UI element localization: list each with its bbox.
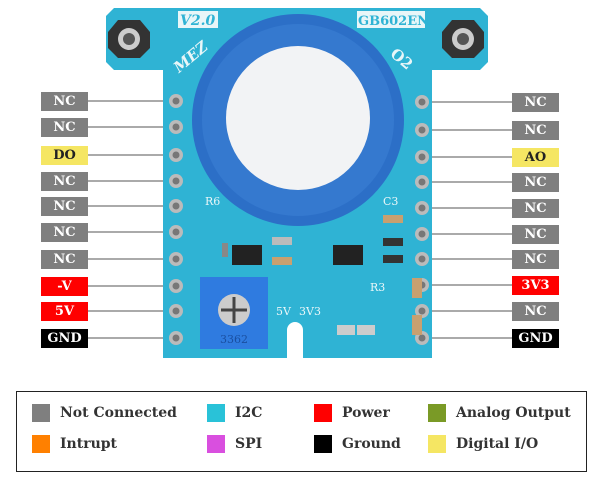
left-pin-label: NC: [41, 92, 88, 111]
legend-swatch: [32, 435, 50, 453]
left-pin-label: NC: [41, 172, 88, 191]
silk-c3: C3: [383, 195, 398, 208]
right-pin-label: NC: [512, 225, 559, 244]
legend-label: Not Connected: [60, 405, 177, 421]
right-pin-label: NC: [512, 250, 559, 269]
mounting-hole-left-icon: [108, 20, 150, 58]
legend-item: Analog Output: [428, 404, 571, 422]
pin-pads: [169, 94, 429, 345]
right-pin-label: NC: [512, 121, 559, 140]
legend-label: I2C: [235, 405, 263, 421]
legend-item: Digital I/O: [428, 435, 538, 453]
left-pin-label: NC: [41, 250, 88, 269]
mounting-hole-right-icon: [442, 20, 484, 58]
silk-5v: 5V: [276, 305, 292, 318]
sensor-filter: [226, 46, 370, 190]
legend-label: SPI: [235, 436, 263, 452]
left-pin-label: DO: [41, 146, 88, 165]
left-pin-label: GND: [41, 329, 88, 348]
legend-item: SPI: [207, 435, 262, 453]
right-pin-label: GND: [512, 329, 559, 348]
legend-item: Power: [314, 404, 390, 422]
legend-swatch: [314, 435, 332, 453]
legend-label: Ground: [342, 436, 401, 452]
legend-item: Not Connected: [32, 404, 177, 422]
legend-item: Intrupt: [32, 435, 117, 453]
left-pin-label: NC: [41, 223, 88, 242]
left-pin-label: NC: [41, 118, 88, 137]
legend-swatch: [428, 404, 446, 422]
chip-u1: [232, 245, 262, 265]
silk-r3: R3: [370, 281, 385, 294]
legend-swatch: [207, 404, 225, 422]
left-pin-label: 5V: [41, 302, 88, 321]
legend-label: Digital I/O: [456, 436, 539, 452]
right-pin-label: NC: [512, 93, 559, 112]
left-pin-label: -V: [41, 277, 88, 296]
right-pin-label: AO: [512, 148, 559, 167]
silk-model: GB602EN: [358, 14, 429, 29]
legend-label: Intrupt: [60, 436, 118, 452]
silk-3v3: 3V3: [299, 305, 321, 318]
silk-r6: R6: [205, 195, 220, 208]
legend-label: Analog Output: [456, 405, 571, 421]
right-pin-label: NC: [512, 199, 559, 218]
potentiometer: 3362: [200, 277, 268, 349]
legend-item: Ground: [314, 435, 401, 453]
pin-leader-lines: [88, 100, 512, 339]
right-pin-label: NC: [512, 302, 559, 321]
sensor-board: V2.0 GB602EN MEZ O2 R6 C3 R3 5V 3V3 3362: [88, 8, 512, 358]
legend-swatch: [207, 435, 225, 453]
silk-version: V2.0: [180, 13, 215, 29]
right-pin-label: NC: [512, 173, 559, 192]
chip-u2: [333, 245, 363, 265]
legend-item: I2C: [207, 404, 262, 422]
right-pin-label: 3V3: [512, 276, 559, 295]
legend-swatch: [314, 404, 332, 422]
left-pin-label: NC: [41, 197, 88, 216]
legend-swatch: [428, 435, 446, 453]
legend-label: Power: [342, 405, 390, 421]
legend-swatch: [32, 404, 50, 422]
silk-pot: 3362: [220, 333, 248, 346]
